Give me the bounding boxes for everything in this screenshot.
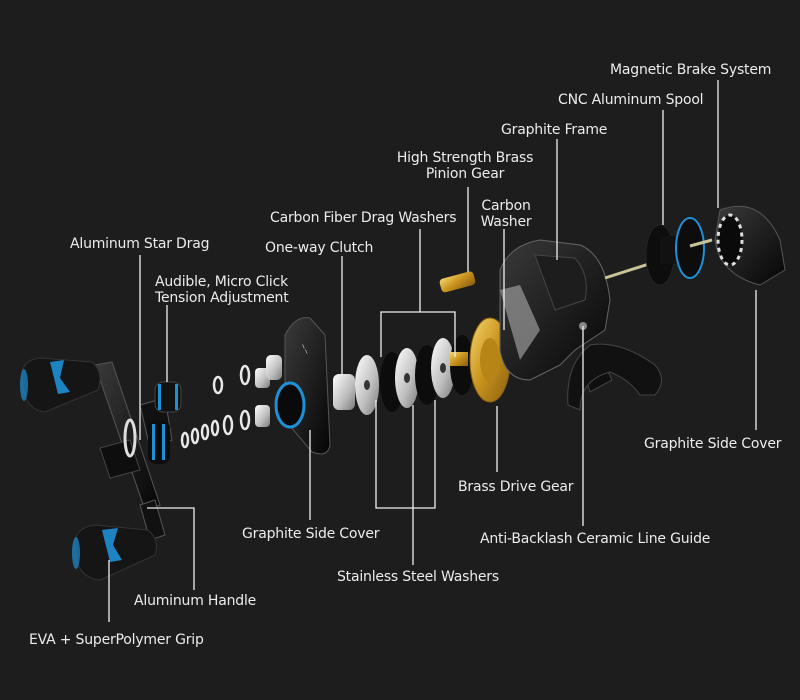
leader-lines [108, 80, 757, 622]
label-magnetic-brake-system: Magnetic Brake System [610, 62, 772, 78]
label-tension-adjustment: Audible, Micro Click Tension Adjustment [155, 274, 289, 306]
cnc-spool [604, 217, 713, 286]
pinion-gear [439, 271, 476, 293]
one-way-clutch [333, 374, 355, 410]
label-one-way-clutch: One-way Clutch [265, 240, 374, 256]
label-carbon-fiber-drag-washers: Carbon Fiber Drag Washers [270, 210, 457, 226]
frame-foot [567, 343, 662, 411]
label-graphite-frame: Graphite Frame [501, 122, 608, 138]
tension-knob [154, 381, 182, 413]
aluminum-handle [94, 361, 166, 541]
label-graphite-side-cover-left: Graphite Side Cover [242, 526, 380, 542]
graphite-side-cover-left: ~~ [274, 317, 331, 455]
label-eva-grip: EVA + SuperPolymer Grip [29, 632, 204, 648]
label-pinion-gear-line1: High Strength Brass [396, 150, 534, 166]
label-anti-backlash-line-guide: Anti-Backlash Ceramic Line Guide [480, 531, 711, 547]
label-cnc-aluminum-spool: CNC Aluminum Spool [558, 92, 704, 108]
label-tension-line2: Tension Adjustment [155, 290, 289, 306]
eva-grip-bottom [72, 524, 157, 581]
bearings [255, 355, 282, 427]
label-stainless-steel-washers: Stainless Steel Washers [337, 569, 499, 585]
label-graphite-side-cover-right: Graphite Side Cover [644, 436, 782, 452]
eva-grip-top [20, 357, 101, 413]
washers [355, 335, 474, 415]
label-aluminum-handle: Aluminum Handle [134, 593, 257, 609]
label-carbon-washer-line2: Washer [480, 214, 532, 230]
label-tension-line1: Audible, Micro Click [155, 274, 289, 290]
label-pinion-gear: High Strength Brass Pinion Gear [395, 150, 535, 182]
label-pinion-gear-line2: Pinion Gear [425, 166, 505, 182]
label-aluminum-star-drag: Aluminum Star Drag [70, 236, 210, 252]
small-washers [180, 364, 251, 449]
magnetic-brake-cover [714, 205, 786, 286]
label-carbon-washer-line1: Carbon [481, 198, 531, 214]
label-carbon-washer: Carbon Washer [478, 198, 534, 230]
label-brass-drive-gear: Brass Drive Gear [458, 479, 574, 495]
